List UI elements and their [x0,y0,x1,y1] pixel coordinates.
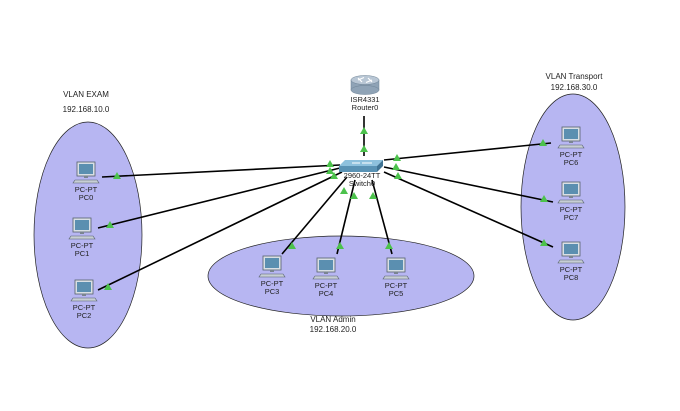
port-up-indicator [360,127,368,134]
pc-type-label: PC-PT [560,205,583,214]
pc-type-label: PC-PT [560,150,583,159]
port-up-indicator [330,172,338,179]
vlan-transport-name: VLAN Transport [546,72,604,81]
port-up-indicator [369,192,377,199]
port-up-indicator [326,167,334,174]
pc-name-label: PC2 [77,311,92,320]
vlan-exam-name: VLAN EXAM [63,90,109,99]
pc-name-label: PC4 [319,289,334,298]
port-up-indicator [539,139,547,146]
pc-name-label: PC1 [75,249,90,258]
link-pc3-switch[interactable] [281,176,348,255]
pc-name-label: PC5 [389,289,404,298]
link-pc6-switch[interactable] [383,142,552,161]
pc-icon [312,257,340,280]
pc-icon [70,279,98,302]
link-pc7-switch[interactable] [383,166,554,203]
router-icon [350,75,380,95]
pc-icon [557,126,585,149]
port-up-indicator [326,160,334,167]
link-pc1-switch[interactable] [97,167,341,229]
pc-icon [557,181,585,204]
port-up-indicator [393,154,401,161]
vlan-admin-subnet: 192.168.20.0 [310,325,357,334]
vlan-admin-name: VLAN Admin [310,315,355,324]
pc-type-label: PC-PT [71,241,94,250]
port-up-indicator [540,195,548,202]
port-up-indicator [336,242,344,249]
port-up-indicator [350,192,358,199]
pc-name-label: PC0 [79,193,94,202]
links [97,116,554,291]
vlan-transport-area [520,93,626,321]
pc-type-label: PC-PT [560,265,583,274]
port-up-indicator [106,221,114,228]
link-pc4-switch[interactable] [336,179,356,255]
router0-node[interactable]: ISR4331 Router0 [350,75,380,113]
port-up-indicator [113,172,121,179]
port-up-indicator [340,187,348,194]
port-indicators [104,127,548,290]
port-up-indicator [392,163,400,170]
vlan-exam-subnet: 192.168.10.0 [63,105,110,114]
pc-name-label: PC7 [564,213,579,222]
pc-name-label: PC6 [564,158,579,167]
port-up-indicator [540,239,548,246]
pc-type-label: PC-PT [261,279,284,288]
pc-icon [72,161,100,184]
pc-icon [557,241,585,264]
switch-model-label: 2960-24TT [344,171,381,180]
switch-icon [339,160,383,172]
port-up-indicator [360,145,368,152]
port-up-indicator [104,283,112,290]
pc-name-label: PC3 [265,287,280,296]
pc-type-label: PC-PT [385,281,408,290]
link-pc2-switch[interactable] [97,171,343,291]
pc-icon [258,255,286,278]
port-up-indicator [385,242,393,249]
pc-nodes: PC-PTPC0PC-PTPC1PC-PTPC2PC-PTPC3PC-PTPC4… [68,126,585,320]
pc-type-label: PC-PT [73,303,96,312]
switch-name-label: Switch0 [349,179,375,188]
link-pc0-switch[interactable] [101,164,341,178]
pc-type-label: PC-PT [75,185,98,194]
pc-icon [68,217,96,240]
router-name-label: Router0 [352,103,379,112]
pc-icon [382,257,410,280]
port-up-indicator [288,242,296,249]
pc-name-label: PC8 [564,273,579,282]
vlan-transport-subnet: 192.168.30.0 [551,83,598,92]
pc-type-label: PC-PT [315,281,338,290]
link-pc8-switch[interactable] [383,171,554,248]
link-pc5-switch[interactable] [371,179,393,255]
router-model-label: ISR4331 [350,95,379,104]
switch0-node[interactable]: 2960-24TT Switch0 [339,160,383,188]
port-up-indicator [394,172,402,179]
